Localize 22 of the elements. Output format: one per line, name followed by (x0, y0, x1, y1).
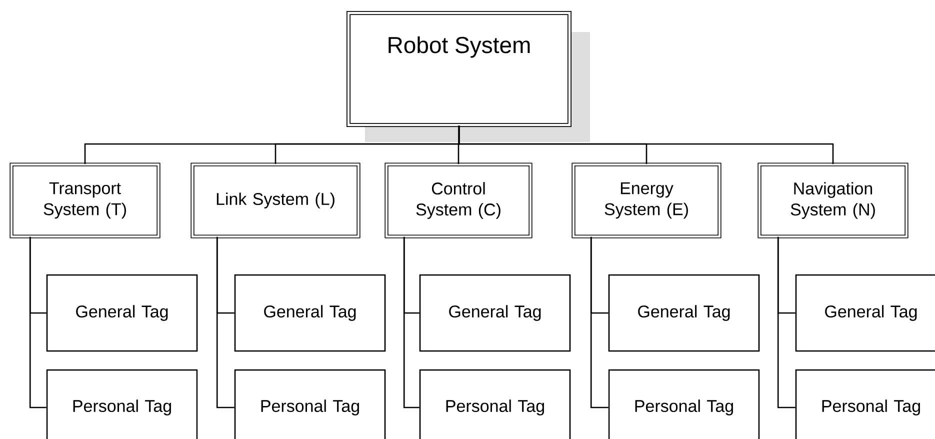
subsystem-box: Energy System (E) (572, 162, 722, 238)
subsystem-box: Link System (L) (190, 162, 360, 238)
subsystem-box: Transport System (T) (10, 162, 160, 238)
tag-box: General Tag (46, 274, 198, 352)
tag-box: Personal Tag (795, 369, 935, 439)
connector-line (458, 125, 834, 164)
tag-box: Personal Tag (234, 369, 386, 439)
subsystem-box: Control System (C) (384, 162, 532, 238)
connector-line (403, 236, 420, 408)
connector-line (777, 236, 796, 408)
tag-box: Personal Tag (46, 369, 198, 439)
tag-box: Personal Tag (419, 369, 571, 439)
subsystem-box: Navigation System (N) (758, 162, 908, 238)
tag-box: General Tag (234, 274, 386, 352)
system-box: Robot System (346, 11, 590, 142)
connector-line (216, 236, 234, 408)
tag-box: General Tag (419, 274, 571, 352)
tag-box: General Tag (795, 274, 935, 352)
connector-line (590, 236, 608, 408)
tag-box: Personal Tag (608, 369, 760, 439)
tag-box: General Tag (608, 274, 760, 352)
connector-line (29, 236, 46, 408)
